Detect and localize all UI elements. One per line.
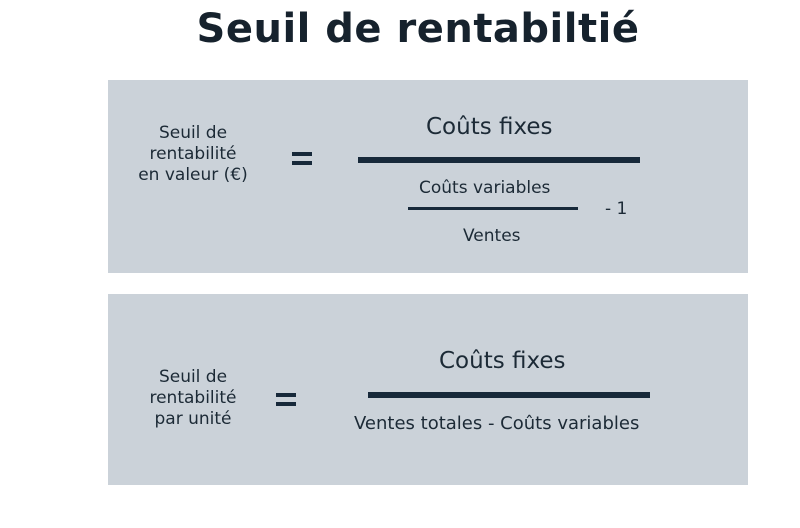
formula-label: Seuil de rentabilité par unité bbox=[138, 367, 248, 430]
denominator: Ventes totales - Coûts variables bbox=[354, 413, 640, 434]
label-line: rentabilité bbox=[149, 144, 237, 164]
formula-label: Seuil de rentabilité en valeur (€) bbox=[128, 123, 258, 186]
minus-one: - 1 bbox=[605, 199, 628, 219]
equals-sign bbox=[276, 393, 296, 406]
page-title: Seuil de rentabiltié bbox=[196, 6, 640, 52]
fraction-bar bbox=[368, 392, 650, 398]
numerator: Coûts fixes bbox=[439, 348, 566, 374]
numerator: Coûts fixes bbox=[426, 114, 553, 140]
main-fraction-bar bbox=[358, 157, 640, 163]
formula-box-value: Seuil de rentabilité en valeur (€) Coûts… bbox=[108, 80, 748, 273]
formula-box-unit: Seuil de rentabilité par unité Coûts fix… bbox=[108, 294, 748, 485]
equals-sign bbox=[292, 152, 312, 165]
label-line: Seuil de bbox=[158, 367, 228, 387]
inner-numerator: Coûts variables bbox=[419, 178, 551, 198]
label-line: par unité bbox=[154, 409, 232, 429]
label-line: en valeur (€) bbox=[138, 165, 248, 185]
inner-fraction-bar bbox=[408, 207, 578, 210]
inner-denominator: Ventes bbox=[463, 226, 521, 246]
label-line: rentabilité bbox=[149, 388, 237, 408]
label-line: Seuil de bbox=[158, 123, 228, 143]
